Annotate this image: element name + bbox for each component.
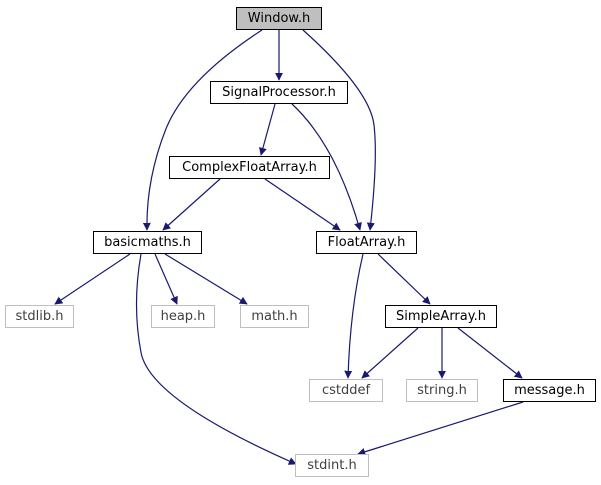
node-basicmaths-h[interactable]: basicmaths.h xyxy=(93,231,202,254)
node-signalprocessor-h[interactable]: SignalProcessor.h xyxy=(210,81,348,104)
edge-basicmaths-to-math xyxy=(164,253,248,305)
edge-window-to-floatarray xyxy=(302,29,376,231)
edge-complexfloatarray-to-basicmaths xyxy=(162,178,221,231)
edge-basicmaths-to-heap xyxy=(154,253,178,305)
edge-complexfloatarray-to-floatarray xyxy=(264,178,341,231)
edge-basicmaths-to-stdlib xyxy=(54,253,131,305)
node-heap-h: heap.h xyxy=(151,305,215,328)
node-message-h[interactable]: message.h xyxy=(503,379,596,402)
node-math-h: math.h xyxy=(240,305,309,328)
node-cstddef: cstddef xyxy=(309,379,383,402)
node-string-h: string.h xyxy=(406,379,478,402)
edge-signalprocessor-to-floatarray xyxy=(291,103,362,231)
edge-basicmaths-to-stdint xyxy=(135,253,297,465)
node-simplearray-h[interactable]: SimpleArray.h xyxy=(385,305,497,328)
node-floatarray-h[interactable]: FloatArray.h xyxy=(316,231,417,254)
node-complexfloatarray-h[interactable]: ComplexFloatArray.h xyxy=(169,156,330,179)
node-window-h[interactable]: Window.h xyxy=(236,7,322,30)
node-stdlib-h: stdlib.h xyxy=(5,305,74,328)
edge-window-to-basicmaths xyxy=(142,29,263,231)
edge-floatarray-to-simplearray xyxy=(377,253,431,305)
edge-signalprocessor-to-complexfloatarray xyxy=(259,103,276,156)
edge-floatarray-to-cstddef xyxy=(344,253,364,379)
node-stdint-h: stdint.h xyxy=(295,454,369,477)
edge-simplearray-to-cstddef xyxy=(361,327,419,379)
edge-message-to-stdint xyxy=(357,401,524,456)
edge-simplearray-to-message xyxy=(457,327,523,379)
